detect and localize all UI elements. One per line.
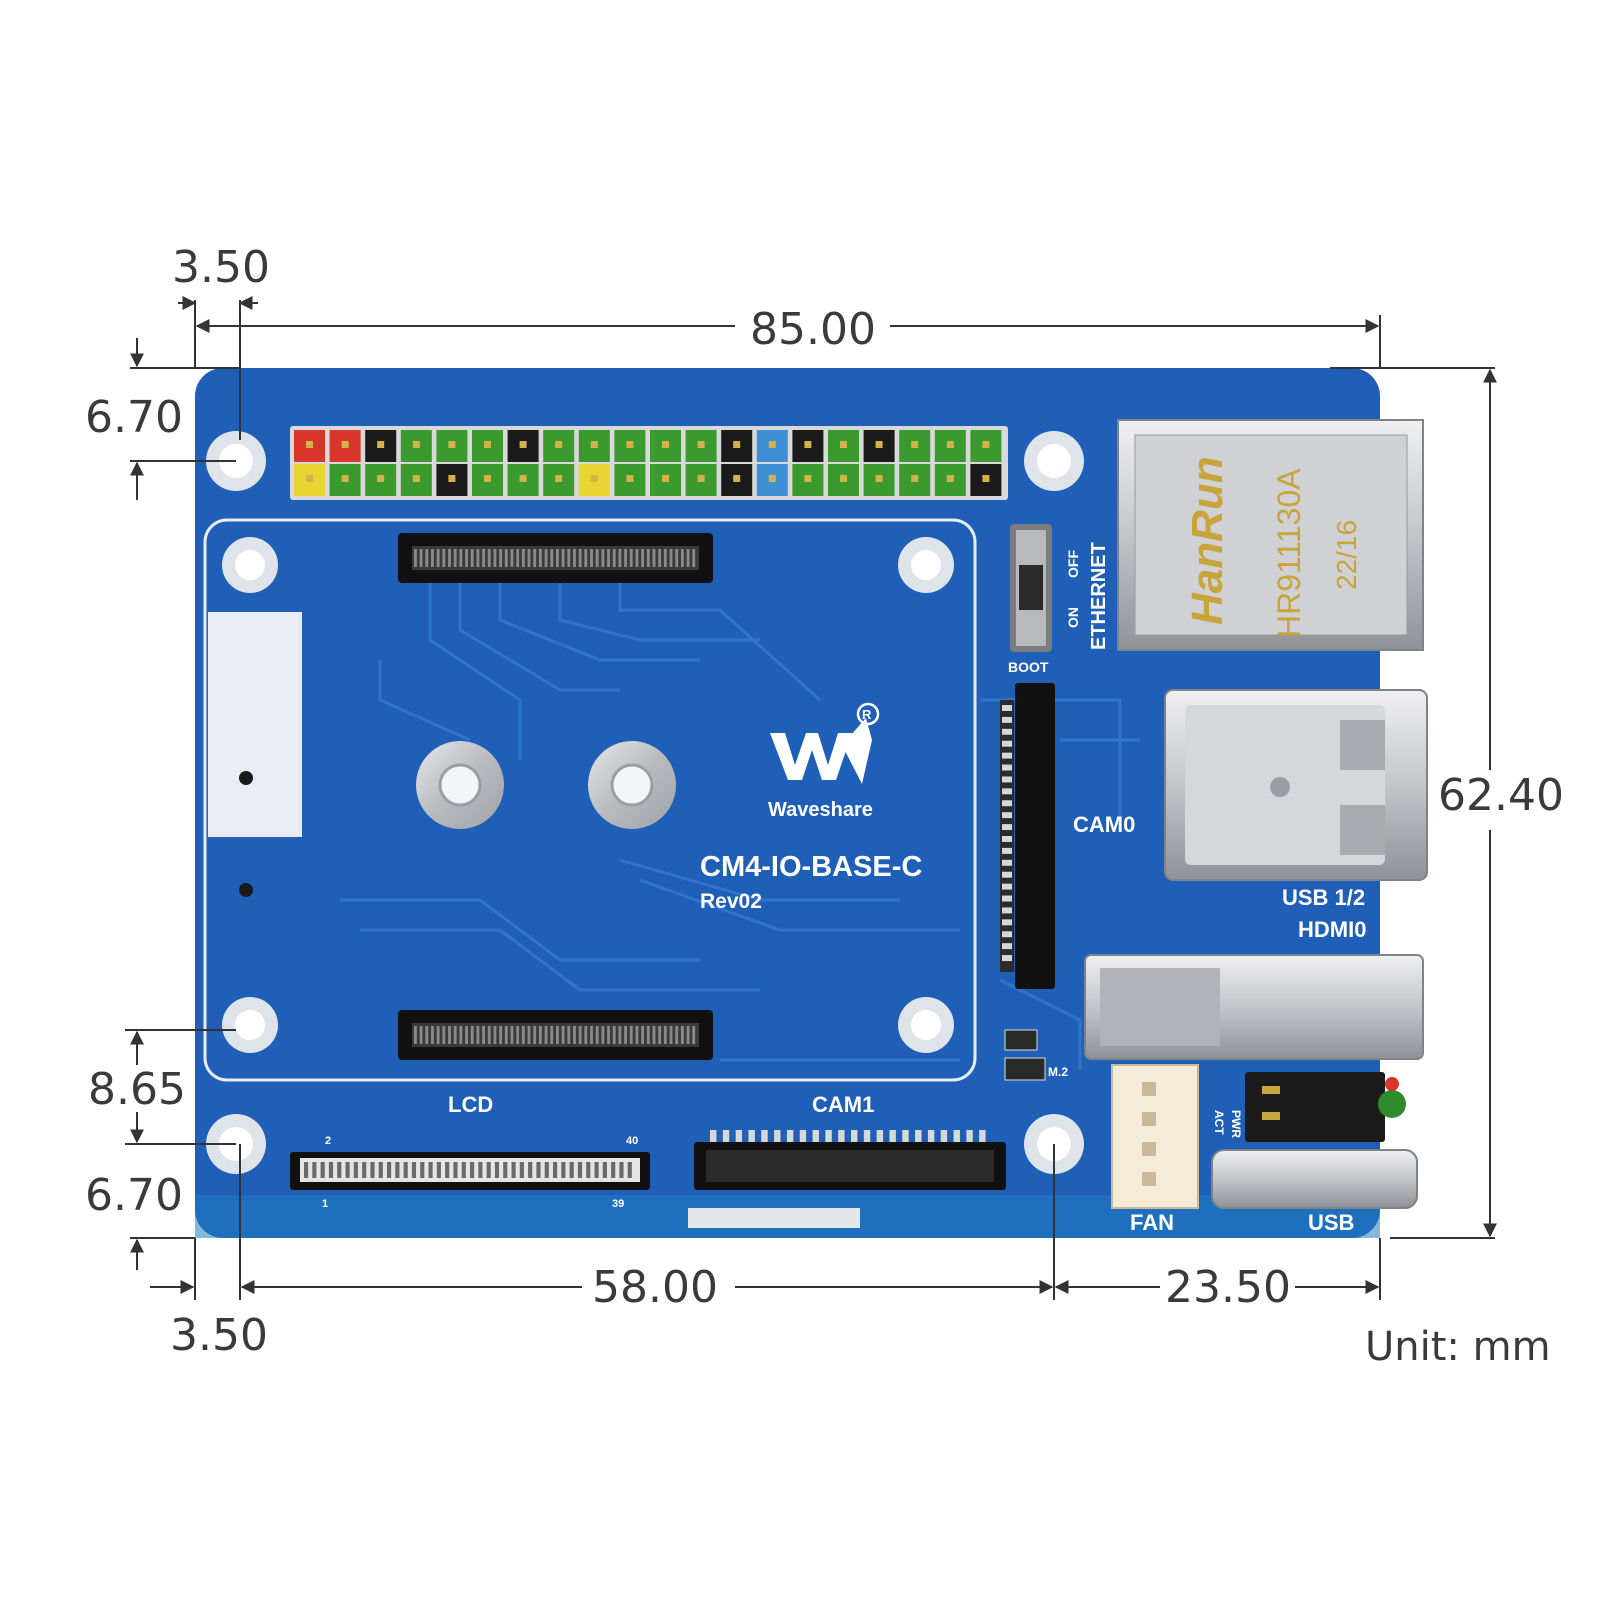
unit-label: Unit: mm xyxy=(1365,1324,1551,1370)
brand-name: Waveshare xyxy=(768,799,873,821)
cam0-connector xyxy=(1000,683,1055,989)
hdmi0-port xyxy=(1084,954,1424,1060)
dim-top-mount-offset-v: 6.70 xyxy=(85,392,183,443)
cm4-connector-bottom xyxy=(398,1010,713,1060)
dim-top-mount-offset: 3.50 xyxy=(172,242,270,293)
usb-label: USB xyxy=(1308,1210,1354,1235)
lcd-label: LCD xyxy=(448,1092,493,1117)
pcb-traces xyxy=(340,580,1140,1070)
usb12-port xyxy=(1164,689,1428,881)
cm4-mounting-hole xyxy=(222,537,278,593)
act-label: ACT xyxy=(1212,1110,1226,1135)
cm4-module-outline xyxy=(203,518,977,1082)
pwr-act-jumper xyxy=(1245,1072,1385,1142)
ethernet-label: ETHERNET xyxy=(1088,542,1110,650)
usb12-label: USB 1/2 xyxy=(1282,885,1365,910)
lcd-pin2-label: 2 xyxy=(325,1135,331,1147)
dim-right-hole-offset: 23.50 xyxy=(1165,1262,1291,1313)
boot-label: BOOT xyxy=(1008,659,1049,675)
cam1-label: CAM1 xyxy=(812,1092,874,1117)
dimension-lines xyxy=(125,296,1497,1300)
fan-connector xyxy=(1111,1064,1199,1209)
m2-label: M.2 xyxy=(1048,1065,1068,1079)
cm4-mounting-hole xyxy=(898,537,954,593)
rj45-part: HR911130A xyxy=(1271,468,1307,638)
board-revision: Rev02 xyxy=(700,890,762,913)
usb-power-port xyxy=(1211,1149,1418,1209)
ethernet-switch[interactable] xyxy=(1010,524,1052,652)
cam1-cable-slot xyxy=(688,1208,860,1228)
mounting-holes xyxy=(206,431,1084,1174)
m2-standoff xyxy=(588,741,676,829)
lcd-pin1-label: 1 xyxy=(322,1198,328,1210)
status-led xyxy=(1378,1077,1406,1118)
waveshare-logo: R Waveshare xyxy=(768,702,880,821)
cm4-mounting-hole xyxy=(222,997,278,1053)
hdmi0-label: HDMI0 xyxy=(1298,917,1366,942)
dim-bottom-mount-offset: 3.50 xyxy=(170,1310,268,1361)
mounting-hole xyxy=(1024,431,1084,491)
lcd-pin40-label: 40 xyxy=(626,1135,638,1147)
rj45-jack: HanRun HR911130A 22/16 xyxy=(1117,419,1424,651)
cm4-mounting-hole xyxy=(898,997,954,1053)
cam0-label: CAM0 xyxy=(1073,812,1135,837)
label-area xyxy=(208,612,302,837)
dim-board-height: 62.40 xyxy=(1438,770,1564,821)
cam1-connector xyxy=(694,1130,1006,1190)
switch-off-label: OFF xyxy=(1065,550,1081,578)
switch-on-label: ON xyxy=(1065,607,1081,628)
led-m2 xyxy=(1004,1029,1046,1081)
lcd-pin39-label: 39 xyxy=(612,1198,624,1210)
dim-bottom-mount-offset-v: 6.70 xyxy=(85,1170,183,1221)
dim-board-width: 85.00 xyxy=(750,304,876,355)
lcd-connector xyxy=(290,1152,650,1190)
gpio-header[interactable] xyxy=(290,426,1008,500)
dim-lower-hole-spacing: 8.65 xyxy=(88,1064,186,1115)
fan-label: FAN xyxy=(1130,1210,1174,1235)
board-model: CM4-IO-BASE-C xyxy=(700,851,922,883)
svg-text:R: R xyxy=(862,707,872,722)
cm4-connector-top xyxy=(398,533,713,583)
rj45-maker: HanRun xyxy=(1183,456,1232,625)
m2-standoff xyxy=(416,741,504,829)
pwr-label: PWR xyxy=(1229,1110,1243,1138)
rj45-date: 22/16 xyxy=(1331,520,1362,590)
dim-hole-spacing-horizontal: 58.00 xyxy=(592,1262,718,1313)
